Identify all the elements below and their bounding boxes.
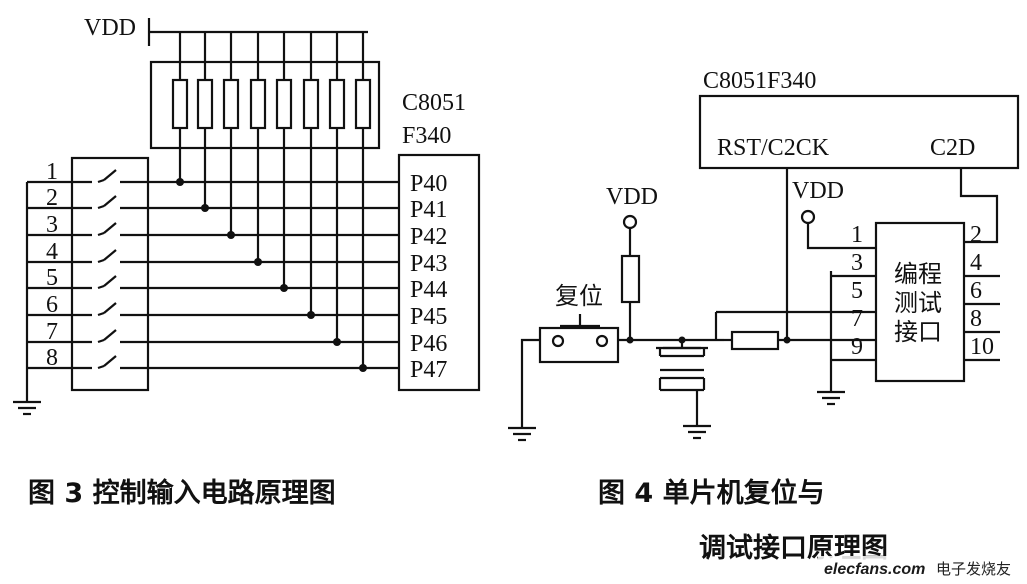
fig4-connector-text-3: 接口 [894,319,942,346]
fig3-pullup-resistor [275,78,293,130]
fig3-pullup-resistor [222,78,240,130]
fig3-port-label: P47 [410,357,447,383]
fig3-switch-array [27,169,148,370]
fig3-switch-contact [103,169,117,181]
fig3-port-label: P40 [410,171,447,197]
fig3-switch-number: 3 [46,212,58,238]
fig4-connector-text-2: 测试 [894,290,942,317]
fig3-pullup-resistor [196,78,214,130]
fig4-debug-connector [874,221,966,383]
fig4-caption-line1: 图 4 单片机复位与 [598,477,825,509]
fig4-vdd-left-terminal [622,214,638,230]
fig3-port-label: P42 [410,224,447,250]
fig4-junction-vdd [626,336,634,344]
fig4-cap-ground-symbol [683,424,711,440]
fig3-switch-number: 4 [46,239,58,265]
fig3-signal-lines [148,178,399,372]
fig3-switch-contact [103,355,117,367]
fig4-vdd-right-terminal [800,209,816,225]
fig4-junction-rst [783,336,791,344]
fig4-reset-button [538,314,620,364]
fig4-pin-number-right: 10 [970,334,994,360]
fig3-switch-number: 2 [46,185,58,211]
fig3-switch-number: 6 [46,292,58,318]
fig3-port-label: P45 [410,304,447,330]
fig3-vdd-label: VDD [84,15,136,41]
fig3-chip-label-1: C8051 [402,90,466,116]
fig3-junction [227,231,235,239]
fig3-switch-contact [103,195,117,207]
fig3-port-label: P43 [410,251,447,277]
fig3-switch-number: 1 [46,159,58,185]
fig4-c2d-pin-label: C2D [930,135,975,161]
fig4-junction-cap [678,336,686,344]
fig3-switch-contact [103,249,117,261]
fig3-switch-contact [103,275,117,287]
fig3-switch-box [70,156,150,392]
fig3-junction [333,338,341,346]
fig3-chip-box [397,153,481,392]
fig3-switch-contact [103,329,117,341]
fig4-chip-box [698,94,1020,170]
fig3-pullup-resistor [354,78,372,130]
fig4-chip-label: C8051F340 [703,68,816,94]
fig4-connector-ground-symbol [817,390,845,406]
fig3-pullup-resistor [171,78,189,130]
fig4-pullup-resistor [620,254,641,304]
fig3-chip-label-2: F340 [402,123,451,149]
fig3-junction [307,311,315,319]
fig4-pin-number-left: 3 [851,250,863,276]
fig4-rst-pin-label: RST/C2CK [717,135,830,161]
fig4-connector-text-1: 编程 [894,261,942,288]
fig3-port-label: P41 [410,197,447,223]
fig3-pullup-resistor [328,78,346,130]
fig4-reset-debug-circuit: C8051F340 RST/C2CK C2D VDD 编程 测试 接口 1 2 3 4… [508,68,1020,442]
fig4-vdd-right-label: VDD [792,178,844,204]
fig3-pullup-resistor [249,78,267,130]
fig3-vdd-drops [178,32,365,80]
fig3-junction [280,284,288,292]
fig3-port-label: P44 [410,277,447,303]
fig4-pin-number-right: 6 [970,278,982,304]
fig4-series-resistor [730,330,780,351]
fig4-c2d-wire [959,168,999,244]
fig3-pullup-resistor [302,78,320,130]
fig4-reset-label: 复位 [555,283,603,310]
fig4-vdd-left-label: VDD [606,184,658,210]
fig4-vdd-right-wire [806,223,876,250]
fig4-pin-number-left: 1 [851,222,863,248]
fig3-switch-number: 7 [46,319,58,345]
fig3-switch-number: 8 [46,345,58,371]
fig4-pin-number-right: 8 [970,306,982,332]
fig4-pin-number-left: 9 [851,334,863,360]
fig3-control-input-circuit: VDD C8051 F340 P40P41P42P43P44P45P46P47 … [13,15,481,416]
fig3-switch-number: 5 [46,265,58,291]
fig4-button-ground-wire [520,338,540,428]
watermark-site-text: elecfans.com [824,561,925,578]
fig4-pin-number-left: 7 [851,306,863,332]
watermark-brand-text: 电子发烧友 [936,560,1011,578]
fig3-port-label: P46 [410,331,447,357]
fig4-pin-number-left: 5 [851,278,863,304]
fig3-pullup-resistors [171,78,372,368]
fig3-junction [359,364,367,372]
fig4-button-ground-symbol [508,426,536,442]
fig3-junction [254,258,262,266]
fig3-switch-contact [103,302,117,314]
fig4-pin-number-right: 2 [970,222,982,248]
fig3-ground-symbol [13,400,41,416]
watermark-logo: elecfans.com 电子发烧友 [818,556,1024,580]
fig3-caption: 图 3 控制输入电路原理图 [28,477,336,509]
fig3-junction [201,204,209,212]
fig4-capacitors [656,340,708,426]
fig3-resistor-pack [149,60,381,150]
fig3-switch-contact [103,222,117,234]
fig3-junction [176,178,184,186]
fig4-pin-number-right: 4 [970,250,982,276]
